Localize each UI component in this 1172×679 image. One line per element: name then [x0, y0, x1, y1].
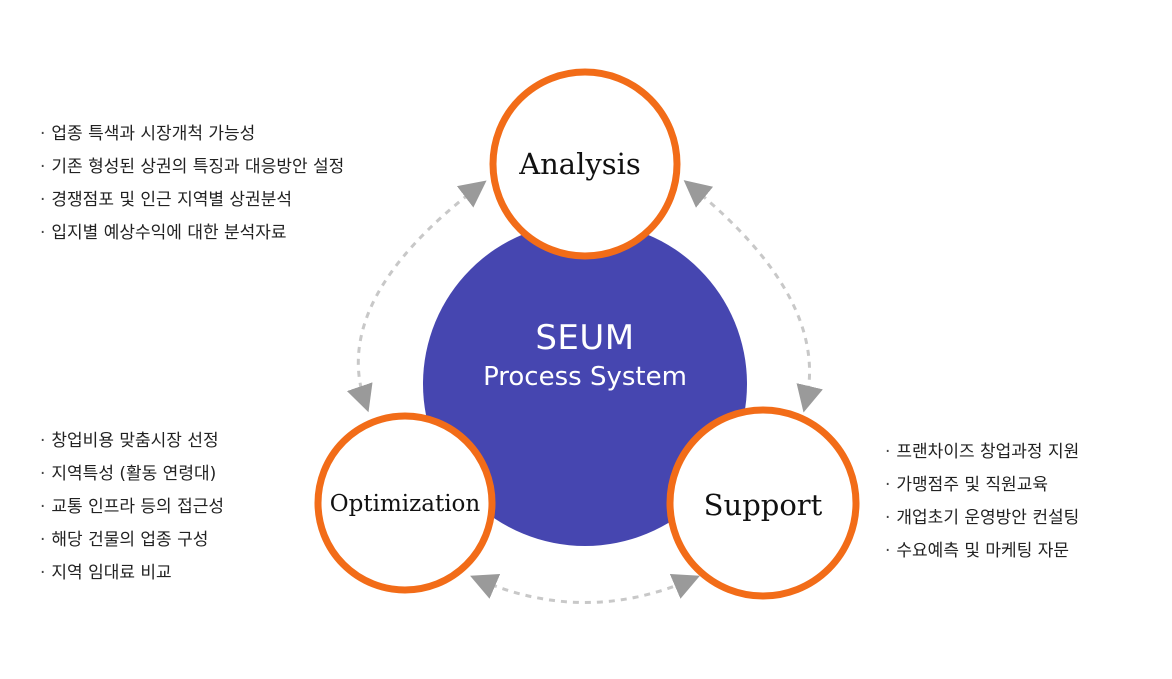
optimization-bullet-item: 지역특성 (활동 연령대) — [40, 458, 224, 491]
optimization-bullet-item: 교통 인프라 등의 접근성 — [40, 491, 224, 524]
analysis-bullet-item: 입지별 예상수익에 대한 분석자료 — [40, 217, 344, 250]
analysis-bullet-list: 업종 특색과 시장개척 가능성 기존 형성된 상권의 특징과 대응방안 설정 경… — [40, 118, 344, 250]
support-bullet-item: 가맹점주 및 직원교육 — [885, 469, 1079, 502]
connector-optimization-support — [470, 573, 700, 604]
support-bullet-item: 개업초기 운영방안 컨설팅 — [885, 502, 1079, 535]
support-bullet-item: 프랜차이즈 창업과정 지원 — [885, 436, 1079, 469]
optimization-bullet-item: 해당 건물의 업종 구성 — [40, 524, 224, 557]
optimization-label: Optimization — [329, 491, 481, 517]
center-subtitle: Process System — [483, 362, 687, 392]
support-bullet-list: 프랜차이즈 창업과정 지원 가맹점주 및 직원교육 개업초기 운영방안 컨설팅 … — [885, 436, 1079, 568]
analysis-bullet-item: 경쟁점포 및 인근 지역별 상권분석 — [40, 184, 344, 217]
support-ring — [666, 406, 860, 600]
connector-analysis-optimization — [346, 180, 487, 413]
center-label: SEUM Process System — [425, 318, 745, 394]
optimization-ring — [314, 412, 496, 594]
center-circle — [423, 222, 747, 546]
analysis-bullet-item: 업종 특색과 시장개척 가능성 — [40, 118, 344, 151]
support-label: Support — [703, 488, 823, 522]
center-title: SEUM — [535, 318, 635, 358]
optimization-bullet-item: 지역 임대료 비교 — [40, 557, 224, 590]
optimization-bullet-list: 창업비용 맞춤시장 선정 지역특성 (활동 연령대) 교통 인프라 등의 접근성… — [40, 425, 224, 590]
connector-analysis-support — [683, 180, 823, 413]
analysis-bullet-item: 기존 형성된 상권의 특징과 대응방안 설정 — [40, 151, 344, 184]
analysis-ring — [489, 68, 681, 260]
optimization-bullet-item: 창업비용 맞춤시장 선정 — [40, 425, 224, 458]
analysis-label: Analysis — [519, 147, 641, 181]
support-bullet-item: 수요예측 및 마케팅 자문 — [885, 535, 1079, 568]
